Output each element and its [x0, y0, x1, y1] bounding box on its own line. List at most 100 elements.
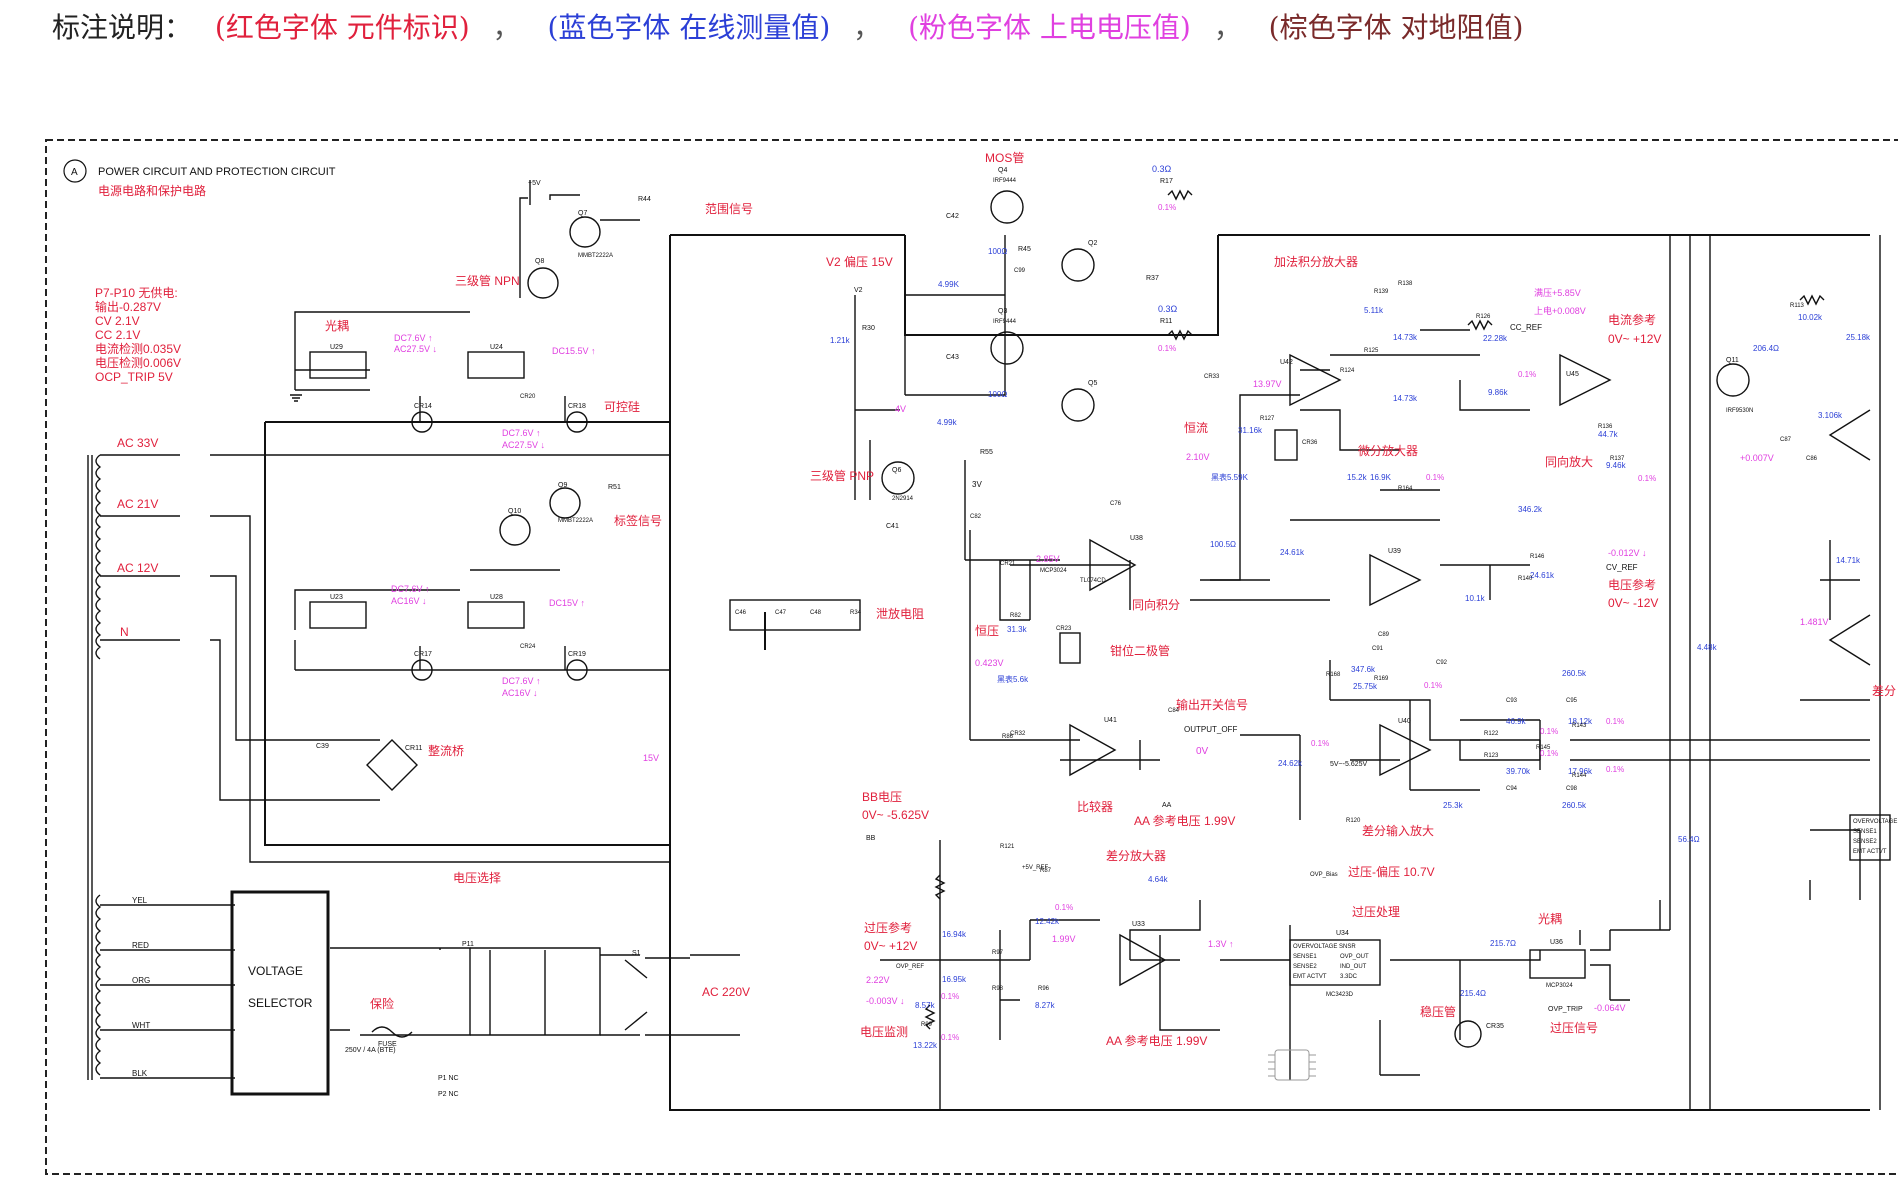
- measured-value: 206.4Ω: [1753, 344, 1779, 353]
- label-fuse: 保险: [370, 996, 394, 1011]
- voltage-value: DC7.6V ↑: [391, 584, 430, 594]
- part-ref: U40: [1398, 718, 1411, 725]
- label-const-voltage: 恒压: [975, 624, 999, 638]
- measured-value: 4.99k: [937, 418, 958, 427]
- measured-value: 16.94k: [942, 930, 967, 939]
- part-ref: R87: [1040, 868, 1052, 874]
- wire-label: ORG: [132, 976, 150, 985]
- part-ref: 250V / 4A (BTE): [345, 1047, 396, 1054]
- measured-value: 16.9K: [1370, 473, 1392, 482]
- part-ref: U36: [1550, 939, 1563, 946]
- frame-marker: A: [71, 167, 78, 178]
- tolerance-value: 0.1%: [1055, 903, 1073, 912]
- label-voltage-ref: 电压参考: [1608, 577, 1656, 592]
- label-voltage-select: 电压选择: [453, 871, 501, 885]
- part-ref: IRF9530N: [1726, 408, 1753, 414]
- part-ref: C41: [886, 523, 899, 530]
- opamp-integrator: [1089, 538, 1137, 592]
- part-ref: C42: [946, 213, 959, 220]
- measured-value: 8.27k: [1035, 1001, 1056, 1010]
- part-ref: C82: [970, 514, 982, 520]
- label-label-signal: 标签信号: [614, 513, 662, 528]
- optocoupler-u24: [467, 351, 525, 379]
- part-ref: MMBT2222A: [578, 253, 613, 259]
- part-ref: Q7: [578, 210, 587, 217]
- measured-value: 346.2k: [1518, 505, 1543, 514]
- part-ref: CR33: [1204, 374, 1220, 380]
- measured-value: 5V~-5.625V: [1330, 761, 1367, 768]
- rectifier-bridge: [366, 739, 418, 791]
- part-ref: U41: [1104, 717, 1117, 724]
- part-ref: U33: [1132, 921, 1145, 928]
- label-ovp-ref-range: 0V~ +12V: [864, 939, 917, 953]
- measured-value: 10.1k: [1465, 594, 1486, 603]
- measured-value: 25.75k: [1353, 682, 1378, 691]
- part-ref: OVERVOLTAGE: [1853, 819, 1897, 825]
- part-ref: 2N2914: [892, 496, 914, 502]
- measured-value: 0.3Ω: [1158, 304, 1178, 314]
- part-ref: R45: [1018, 246, 1031, 253]
- label-differential-amp: 微分放大器: [1358, 443, 1418, 458]
- opamp-diff-amp: [1119, 933, 1167, 987]
- label-optocoupler2: 光耦: [1538, 912, 1562, 926]
- part-ref: Q10: [508, 508, 521, 515]
- tolerance-value: 0.1%: [1311, 739, 1329, 748]
- part-ref: C99: [1014, 268, 1026, 274]
- part-ref: R144: [1572, 773, 1587, 779]
- label-ovp-signal: 过压信号: [1550, 1021, 1598, 1035]
- tolerance-value: 0.1%: [941, 1033, 959, 1042]
- measured-value: 9.86k: [1488, 388, 1509, 397]
- voltage-value: 上电+0.008V: [1534, 305, 1586, 316]
- part-ref: R30: [862, 325, 875, 332]
- part-ref: CR18: [568, 403, 586, 410]
- wire-label: RED: [132, 941, 149, 950]
- tolerance-value: 0.1%: [941, 992, 959, 1001]
- part-ref: R143: [1572, 723, 1587, 729]
- measured-value: 31.3k: [1007, 625, 1028, 634]
- switch-s1: [624, 959, 648, 1031]
- frame-marker-circle: [63, 159, 87, 183]
- part-ref: R125: [1364, 348, 1379, 354]
- label-pnp: 三级管 PNP: [810, 468, 874, 483]
- measured-value: 1.21k: [830, 336, 851, 345]
- part-ref: Q4: [998, 167, 1007, 174]
- measured-value: 4.99K: [938, 280, 960, 289]
- part-ref: U34: [1336, 930, 1349, 937]
- voltage-value: 2.22V: [866, 975, 890, 985]
- measured-value: 13.97V: [1253, 379, 1282, 389]
- part-ref: U23: [330, 594, 343, 601]
- part-ref: R51: [608, 484, 621, 491]
- measured-value: 100.5Ω: [1210, 540, 1236, 549]
- part-ref: Q6: [892, 467, 901, 474]
- measured-value: 16.95k: [942, 975, 967, 984]
- tolerance-value: 0.1%: [1426, 473, 1444, 482]
- part-ref: SENSE1: [1293, 954, 1317, 960]
- part-ref: R123: [1484, 753, 1499, 759]
- part-ref: R146: [1530, 554, 1545, 560]
- ic-package-sketch: [1268, 1049, 1316, 1081]
- part-ref: OVP_OUT: [1340, 954, 1369, 960]
- part-ref: R126: [1476, 314, 1491, 320]
- legend-brown-entry: (棕色字体 对地阻值): [1268, 11, 1524, 44]
- legend-title: 标注说明：: [52, 11, 193, 44]
- part-ref: CR19: [568, 651, 586, 658]
- part-ref: C95: [1566, 698, 1578, 704]
- components: [230, 180, 1891, 1096]
- transistor-q8: [527, 267, 559, 299]
- part-ref: Q9: [558, 482, 567, 489]
- part-ref: P11: [462, 941, 474, 948]
- measured-value: 100Ω: [988, 390, 1007, 399]
- part-ref: FUSE: [378, 1041, 397, 1048]
- part-ref: CR20: [520, 394, 536, 400]
- label-ovp-bias: 过压-偏压 10.7V: [1348, 864, 1435, 879]
- tolerance-value: 0.1%: [1424, 681, 1442, 690]
- part-ref: C94: [1506, 786, 1518, 792]
- voltage-value: 3V: [972, 480, 982, 489]
- measured-value: 14.71k: [1836, 556, 1861, 565]
- part-ref: SENSE2: [1853, 839, 1877, 845]
- part-ref: C98: [1566, 786, 1578, 792]
- frame-subtitle: 电源电路和保护电路: [98, 183, 206, 198]
- part-ref: R96: [1038, 986, 1050, 992]
- part-ref: MCP3024: [1546, 983, 1573, 989]
